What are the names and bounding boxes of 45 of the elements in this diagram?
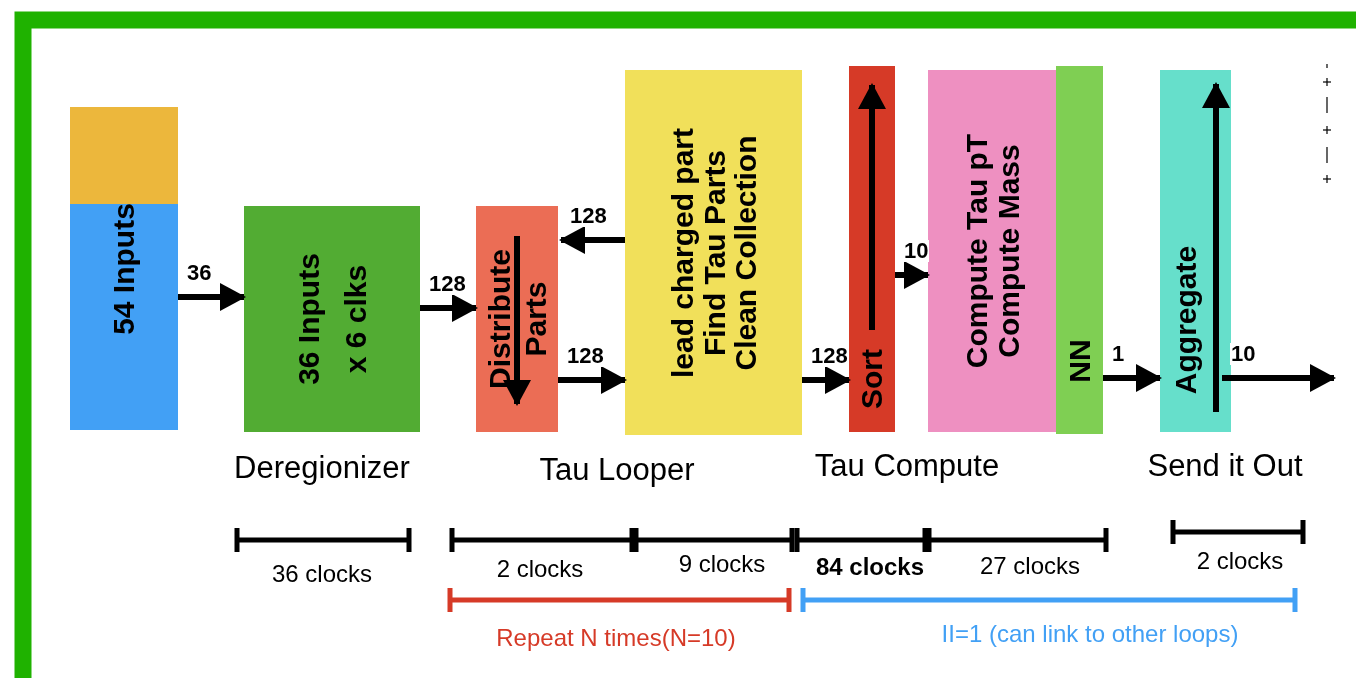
box-label: Clean Collection <box>729 135 761 371</box>
edge-label: 10 <box>903 240 930 262</box>
arrow <box>1222 364 1336 392</box>
stage-label: Deregionizer <box>234 450 410 486</box>
box-label: NN <box>1063 339 1096 383</box>
edge-label: 128 <box>428 273 467 295</box>
dimension-label: 9 clocks <box>678 550 766 578</box>
box-label: 54 Inputs <box>108 202 140 335</box>
dimension-label: 36 clocks <box>272 560 372 588</box>
dimension-label: 2 clocks <box>1196 547 1284 575</box>
stage-label: Send it Out <box>1147 448 1303 484</box>
box-label: Parts <box>519 281 551 357</box>
process-box <box>70 107 178 430</box>
arrow <box>558 366 627 394</box>
process-box <box>928 70 1056 432</box>
arrow <box>895 261 930 289</box>
process-box <box>849 66 895 432</box>
stage-label: Tau Compute <box>814 448 1000 484</box>
dimension-label: 27 clocks <box>980 552 1080 580</box>
process-box <box>1160 70 1231 432</box>
edge-label: 10 <box>1230 343 1257 365</box>
process-box <box>244 206 420 432</box>
edge-label: 128 <box>569 205 608 227</box>
process-box <box>476 206 558 432</box>
process-box <box>625 70 802 435</box>
arrow <box>178 283 246 311</box>
arrow <box>1103 364 1162 392</box>
process-box <box>1056 66 1103 434</box>
box-label: Aggregate <box>1169 245 1202 395</box>
arrow <box>559 226 625 254</box>
bracket-label: Repeat N times(N=10) <box>496 624 736 652</box>
box-label: lead charged part <box>666 127 698 378</box>
box-label: Compute Mass <box>992 144 1024 358</box>
arrow <box>802 366 851 394</box>
box-label: Distribute <box>483 249 515 389</box>
bracket-label: II=1 (can link to other loops) <box>941 620 1239 648</box>
dimension-label: 2 clocks <box>496 555 584 583</box>
edge-label: 128 <box>566 345 605 367</box>
arrow <box>420 294 478 322</box>
box-label: Sort <box>856 349 888 409</box>
box-label: 36 Inputs x 6 clks <box>290 252 372 387</box>
edge-label: 128 <box>810 345 849 367</box>
box-label: Compute Tau pT <box>960 133 992 369</box>
stage-label: Tau Looper <box>539 452 695 488</box>
dimension-label: 84 clocks <box>815 553 925 581</box>
